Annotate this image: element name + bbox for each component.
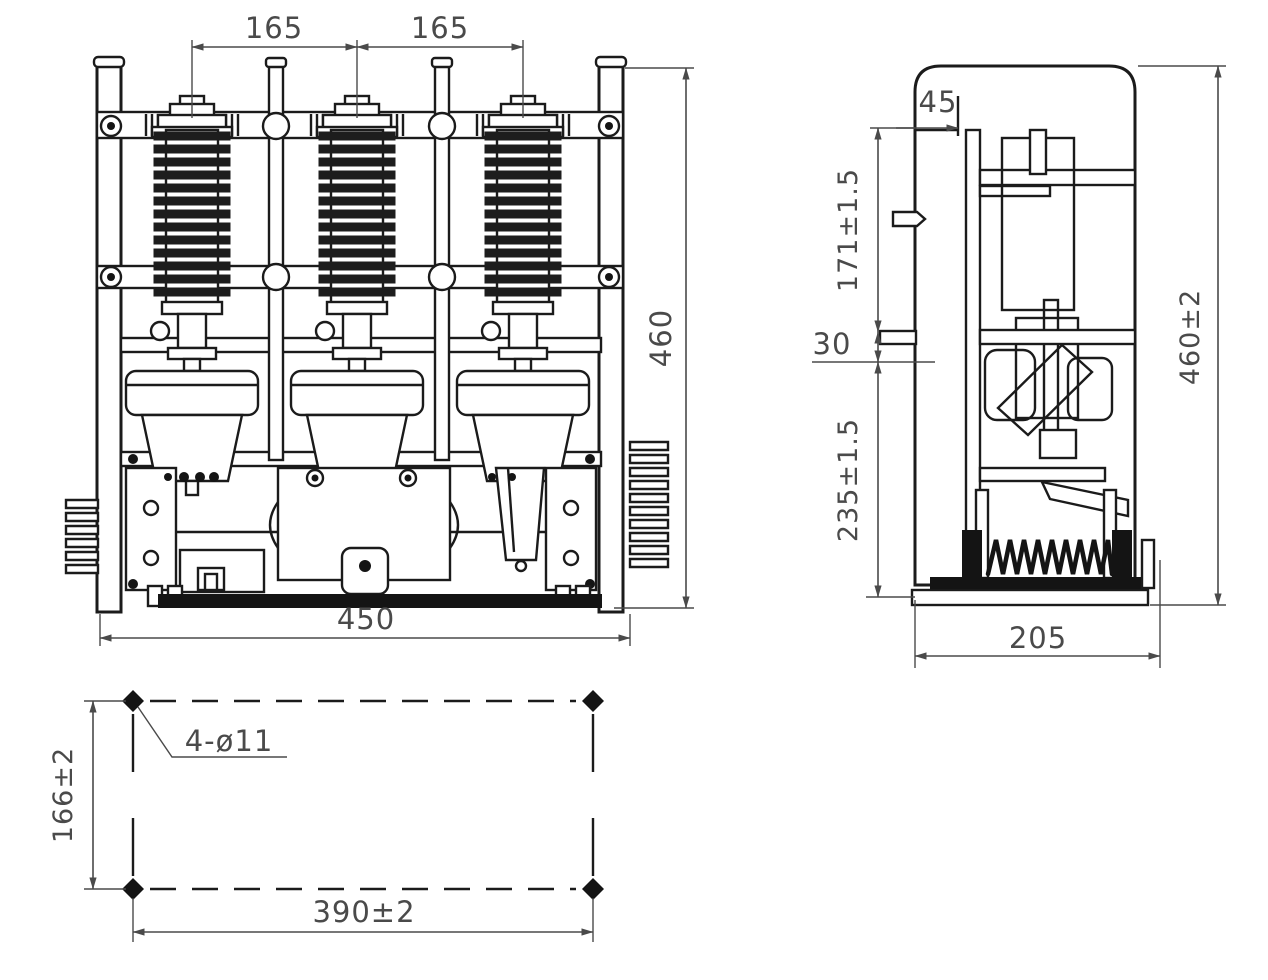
pole-right bbox=[455, 94, 591, 497]
mounting-holes bbox=[122, 690, 604, 900]
front-mid-post-right-cap bbox=[430, 56, 454, 69]
side-hatched-insulator-lower bbox=[1014, 316, 1080, 420]
front-rail-bosses bbox=[99, 111, 621, 292]
side-right-foot bbox=[1140, 538, 1156, 590]
side-base-bar bbox=[930, 577, 1142, 590]
hole-callout-leader bbox=[137, 706, 287, 758]
side-view bbox=[878, 64, 1156, 607]
dim-hole-spacing-vertical: 166±2 bbox=[48, 747, 79, 843]
dim-pole-pitch-right: 165 bbox=[411, 11, 469, 45]
dim-side-upper-section: 171±1.5 bbox=[833, 168, 864, 292]
front-right-post bbox=[597, 61, 625, 614]
chassis-right-leg bbox=[494, 466, 546, 562]
front-left-post-cap bbox=[92, 55, 126, 69]
dim-side-lower-section: 235±1.5 bbox=[833, 418, 864, 542]
dim-front-width: 450 bbox=[337, 602, 395, 636]
front-view bbox=[64, 55, 670, 614]
front-chassis bbox=[124, 454, 602, 608]
mounting-center-lines bbox=[131, 714, 595, 876]
pole-left bbox=[124, 94, 260, 497]
dim-front-height: 460 bbox=[644, 309, 678, 367]
dim-hole-callout: 4-ø11 bbox=[185, 724, 274, 758]
side-dimensions: 45 171±1.5 30 235±1.5 460±2 205 bbox=[812, 65, 1226, 668]
front-mid-post-left-cap bbox=[264, 56, 288, 69]
side-left-tab-mid bbox=[878, 329, 918, 346]
mounting-dashed-lines bbox=[150, 699, 576, 891]
front-dimensions: 165 165 450 460 bbox=[99, 11, 694, 646]
dim-side-overall-height: 460±2 bbox=[1175, 289, 1206, 385]
chassis-right-plate bbox=[544, 466, 598, 592]
chassis-bottom-bar bbox=[158, 594, 602, 608]
dim-side-top-offset: 45 bbox=[919, 85, 958, 119]
front-left-post bbox=[95, 61, 123, 614]
front-right-fin-block bbox=[628, 440, 670, 569]
chassis-left-plate bbox=[124, 466, 178, 592]
mounting-pattern: 4-ø11 166±2 390±2 bbox=[48, 690, 604, 942]
side-hatched-link bbox=[996, 343, 1094, 437]
dim-side-mid-section: 30 bbox=[813, 327, 852, 361]
dim-side-depth: 205 bbox=[1009, 621, 1067, 655]
side-base-plate bbox=[910, 588, 1150, 607]
side-spring bbox=[985, 539, 1115, 577]
front-left-fin-block bbox=[64, 498, 100, 575]
dim-hole-spacing-horizontal: 390±2 bbox=[312, 895, 415, 929]
dim-pole-pitch-left: 165 bbox=[245, 11, 303, 45]
front-right-post-cap bbox=[594, 55, 628, 69]
chassis-bolt-dots bbox=[128, 454, 595, 589]
side-left-tab-upper bbox=[891, 210, 927, 228]
pole-center bbox=[289, 94, 425, 497]
